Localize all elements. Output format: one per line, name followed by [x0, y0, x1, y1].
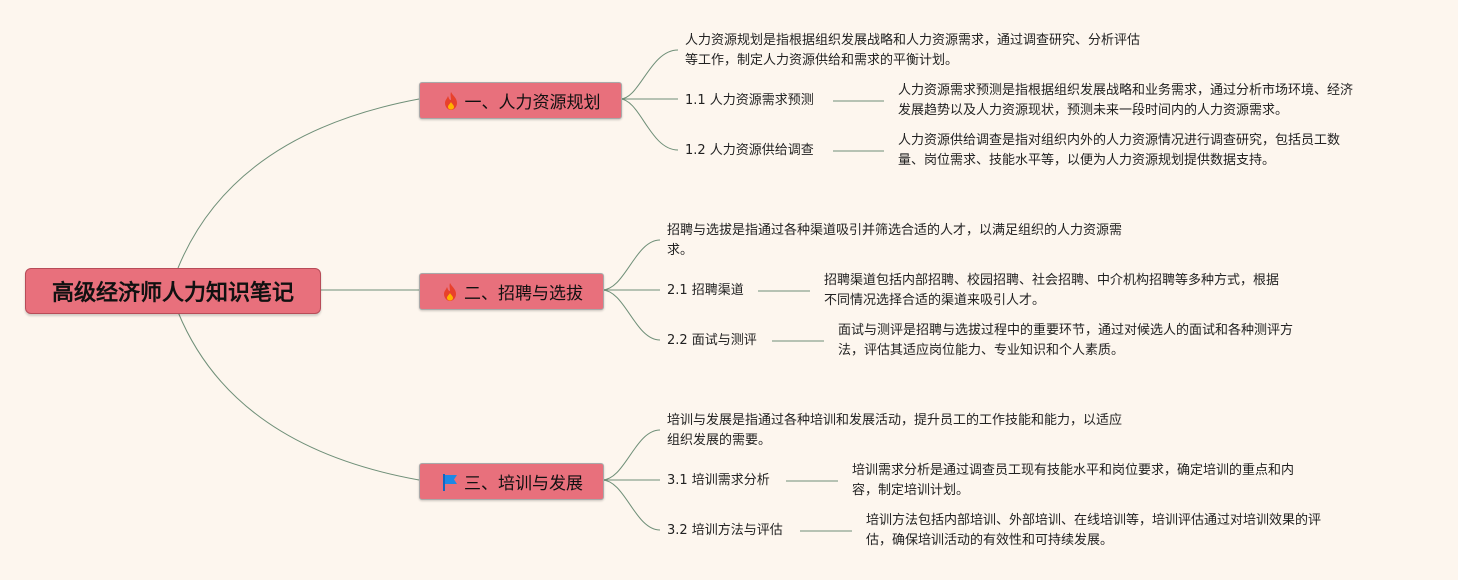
- connector-root-branch-1: [177, 98, 420, 269]
- connector-b2-item2: [601, 289, 661, 341]
- topic-label[interactable]: 2.1 招聘渠道: [667, 283, 744, 298]
- branch-label: 三、培训与发展: [464, 474, 583, 494]
- topic-label[interactable]: 1.2 人力资源供给调查: [685, 143, 814, 158]
- branch-node-hr-planning[interactable]: 一、人力资源规划: [419, 82, 622, 119]
- connector-b1-summary: [619, 49, 679, 100]
- topic-label[interactable]: 3.1 培训需求分析: [667, 473, 770, 488]
- connector-root-branch-3: [177, 311, 420, 481]
- branch-summary: 招聘与选拔是指通过各种渠道吸引并筛选合适的人才，以满足组织的人力资源需求。: [667, 223, 1123, 258]
- connector-b2-summary: [601, 239, 661, 291]
- topic-description: 人力资源供给调查是指对组织内外的人力资源情况进行调查研究，包括员工数量、岗位需求…: [898, 133, 1341, 168]
- topic-description: 人力资源需求预测是指根据组织发展战略和业务需求，通过分析市场环境、经济发展趋势以…: [898, 83, 1354, 118]
- connector-b3-summary: [601, 429, 661, 481]
- root-title: 高级经济师人力知识笔记: [51, 281, 294, 306]
- topic-description: 招聘渠道包括内部招聘、校园招聘、社会招聘、中介机构招聘等多种方式，根据不同情况选…: [824, 273, 1280, 308]
- topic-description: 面试与测评是招聘与选拔过程中的重要环节，通过对候选人的面试和各种测评方法，评估其…: [838, 323, 1294, 358]
- topic-description: 培训方法包括内部培训、外部培训、在线培训等，培训评估通过对培训效果的评估，确保培…: [866, 513, 1322, 548]
- connector-b1-item2: [619, 98, 679, 151]
- branch-node-recruitment[interactable]: 二、招聘与选拔: [419, 273, 604, 310]
- connector-b3-item2: [601, 479, 661, 531]
- branch-node-training[interactable]: 三、培训与发展: [419, 463, 604, 500]
- branch-summary: 培训与发展是指通过各种培训和发展活动，提升员工的工作技能和能力，以适应组织发展的…: [667, 413, 1123, 448]
- topic-label[interactable]: 3.2 培训方法与评估: [667, 523, 783, 538]
- branch-label: 一、人力资源规划: [464, 93, 601, 113]
- fire-icon: [441, 91, 461, 111]
- root-node[interactable]: 高级经济师人力知识笔记: [25, 268, 321, 314]
- branch-label: 二、招聘与选拔: [464, 284, 583, 304]
- topic-description: 培训需求分析是通过调查员工现有技能水平和岗位要求，确定培训的重点和内容，制定培训…: [852, 463, 1295, 498]
- flag-icon: [440, 472, 460, 492]
- topic-label[interactable]: 1.1 人力资源需求预测: [685, 93, 814, 108]
- topic-label[interactable]: 2.2 面试与测评: [667, 333, 757, 348]
- branch-summary: 人力资源规划是指根据组织发展战略和人力资源需求，通过调查研究、分析评估等工作，制…: [685, 33, 1141, 68]
- fire-icon: [440, 282, 460, 302]
